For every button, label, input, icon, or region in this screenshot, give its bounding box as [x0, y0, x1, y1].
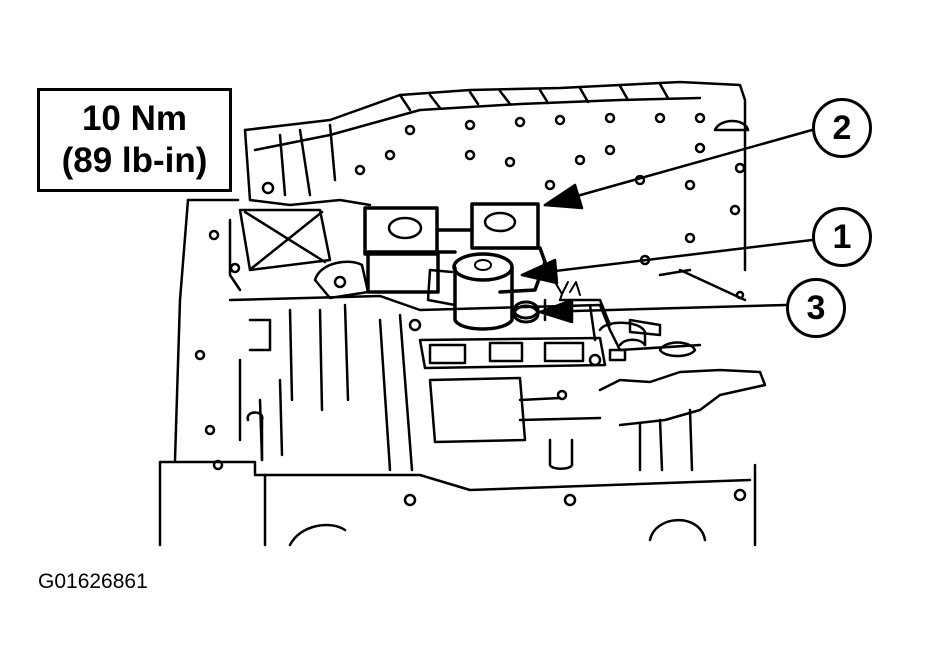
- o-ring-seal: [512, 300, 540, 324]
- lower-valve-body: [194, 268, 767, 472]
- bracket-truss: [208, 208, 332, 292]
- callout-3-label: 3: [806, 288, 826, 327]
- solenoid-body: [426, 252, 514, 331]
- callout-2: 2: [812, 98, 872, 158]
- callout-3: 3: [786, 278, 846, 338]
- transmission-case-outline: [158, 198, 757, 547]
- solenoid-assembly: [313, 202, 547, 300]
- torque-spec-box: 10 Nm (89 lb-in): [37, 88, 232, 192]
- callout-2-label: 2: [832, 108, 852, 147]
- callout-1: 1: [812, 207, 872, 267]
- callout-arrows: [520, 128, 814, 324]
- torque-metric: 10 Nm: [81, 99, 188, 138]
- callout-1-label: 1: [832, 217, 852, 256]
- valve-body-plate: [243, 80, 750, 272]
- torque-imperial: (89 lb-in): [61, 141, 208, 180]
- figure-id: G01626861: [38, 570, 148, 593]
- mark-glyph: [554, 281, 581, 301]
